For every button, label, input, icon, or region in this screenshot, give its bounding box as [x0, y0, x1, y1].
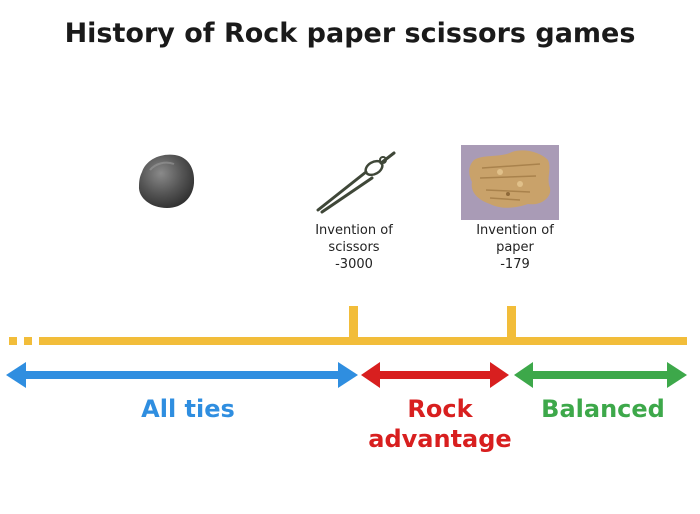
event-paper-line2: paper — [496, 240, 534, 255]
timeline-tick-paper — [507, 306, 516, 340]
event-label-scissors: Invention of scissors -3000 — [289, 222, 419, 273]
timeline-dot — [9, 337, 17, 345]
era-rock-line2: advantage — [368, 425, 512, 453]
page-title: History of Rock paper scissors games — [64, 18, 636, 49]
timeline-axis — [9, 306, 687, 345]
era-rock-line1: Rock — [407, 395, 473, 423]
event-label-paper: Invention of paper -179 — [450, 222, 580, 273]
timeline-line — [39, 337, 687, 345]
event-scissors-year: -3000 — [335, 257, 373, 272]
event-scissors-line2: scissors — [328, 240, 380, 255]
event-scissors-line1: Invention of — [315, 223, 393, 238]
era-arrow-rock-advantage — [361, 362, 509, 388]
event-paper-year: -179 — [500, 257, 530, 272]
era-label-all-ties: All ties — [141, 395, 235, 423]
era-arrow-all-ties — [6, 362, 358, 388]
event-paper-line1: Invention of — [476, 223, 554, 238]
scissors-icon — [316, 151, 396, 214]
era-label-rock-advantage: Rock advantage — [355, 394, 525, 454]
paper-icon — [461, 145, 559, 220]
timeline-dot — [24, 337, 32, 345]
rock-icon — [138, 154, 195, 208]
timeline-tick-scissors — [349, 306, 358, 340]
era-arrow-balanced — [514, 362, 687, 388]
era-label-balanced: Balanced — [541, 395, 665, 423]
